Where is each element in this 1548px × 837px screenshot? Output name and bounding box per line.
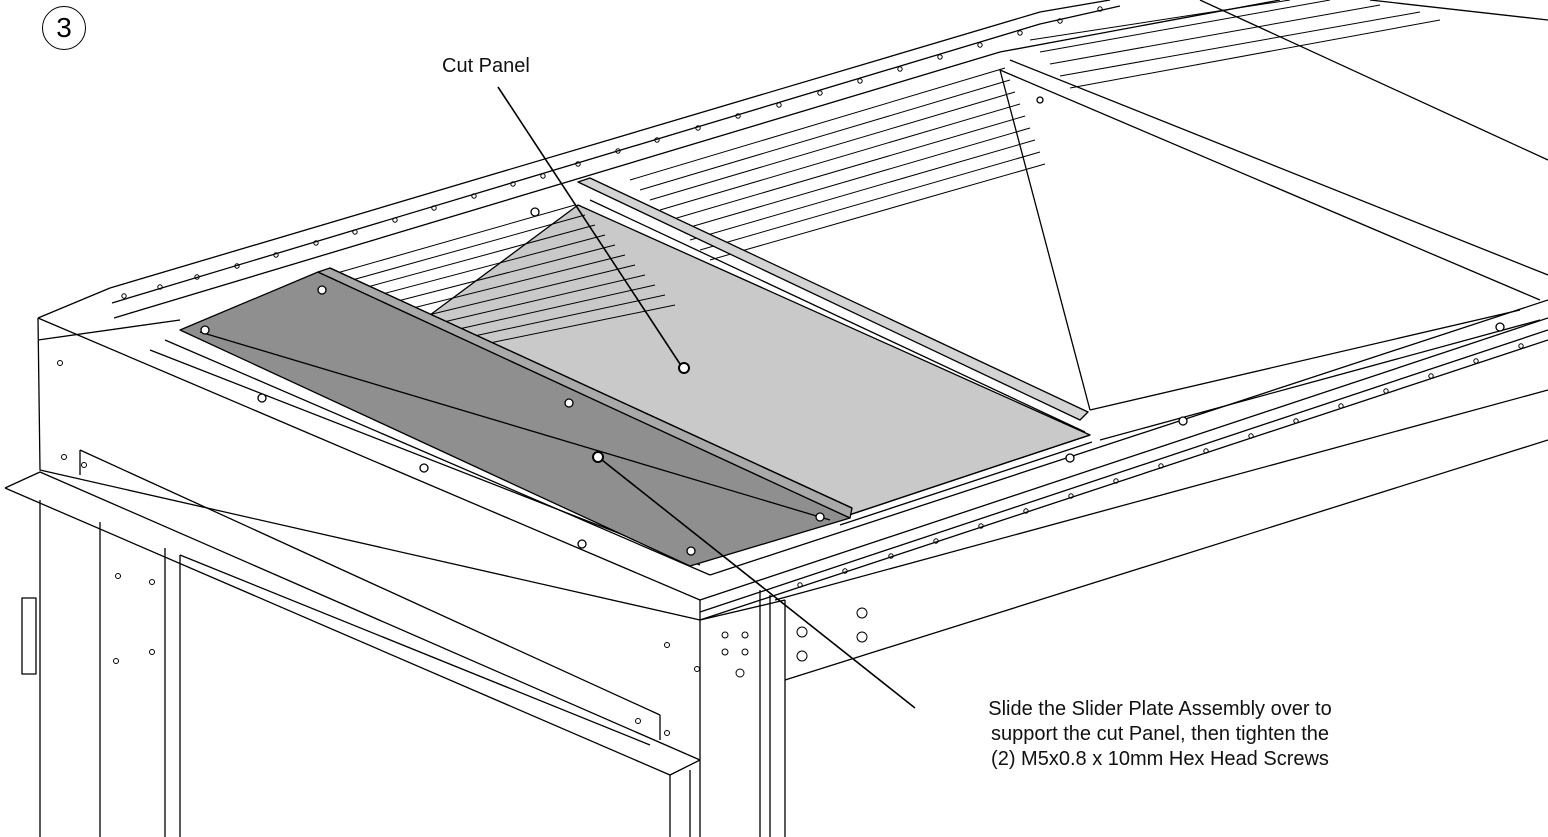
- right-bay-frame: [999, 0, 1548, 441]
- screws: [200, 96, 1505, 556]
- instruction-line-2: support the cut Panel, then tighten the: [990, 723, 1330, 745]
- rivet-holes: [57, 6, 1524, 736]
- cut-panel-leader-dot: [678, 362, 690, 374]
- corrugated-panel-back: [629, 0, 1441, 261]
- instruction-line-3: (2) M5x0.8 x 10mm Hex Head Screws: [991, 748, 1329, 770]
- front-lower-beam: [4, 449, 701, 837]
- instruction-callout: Slide the Slider Plate Assembly over to …: [920, 697, 1400, 772]
- slider-plate-assembly: [179, 267, 853, 567]
- front-post: [699, 590, 786, 837]
- slider-plate-leader-dot: [592, 451, 604, 463]
- left-frame-panel: [37, 287, 711, 621]
- top-frame-beam: [109, 0, 1281, 319]
- leader-lines: [497, 86, 916, 709]
- right-frame-rail: [699, 0, 1548, 681]
- cut-panel-label: Cut Panel: [442, 55, 530, 77]
- divider-rail: [577, 177, 1089, 433]
- step-number-badge: 3: [42, 6, 86, 50]
- instruction-line-1: Slide the Slider Plate Assembly over to: [988, 698, 1332, 720]
- corrugated-panel-front: [329, 204, 676, 346]
